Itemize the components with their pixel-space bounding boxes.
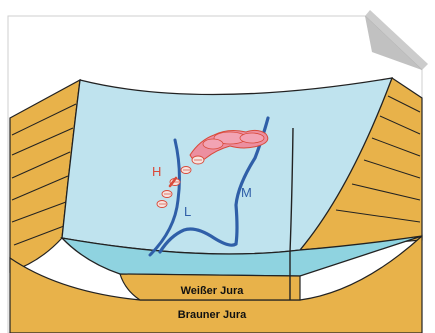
label-brauner-jura: Brauner Jura (178, 309, 247, 321)
label-weisser-jura: Weißer Jura (181, 285, 245, 297)
label-l: L (184, 204, 191, 219)
label-m: M (241, 185, 252, 200)
label-h: H (152, 164, 161, 179)
